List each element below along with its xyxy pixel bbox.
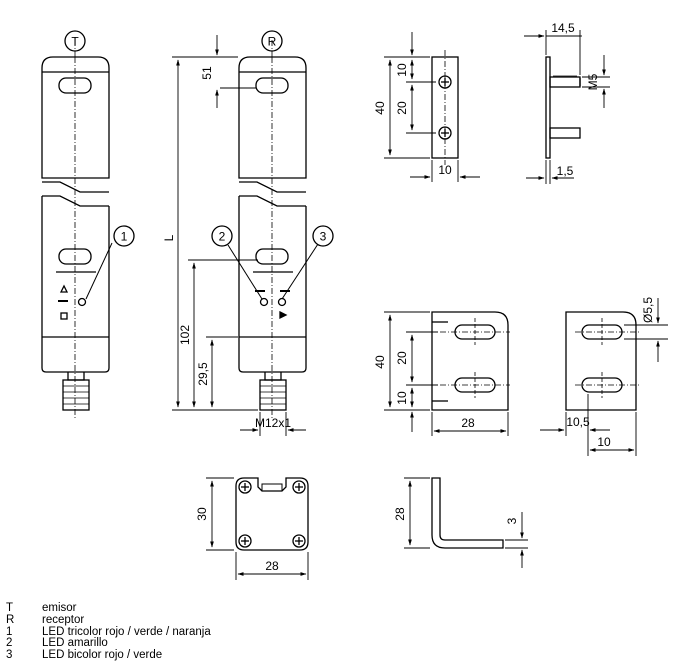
legend-key: 3 [6,649,13,662]
angle-bracket-view [431,477,504,549]
dim-angle-28: 28 [393,507,407,521]
legend-key: 1 [6,625,13,638]
dim-side-14-5: 14,5 [551,21,575,35]
legend-text: LED tricolor rojo / verde / naranja [42,625,211,638]
angle-bracket-dims: 28 3 [393,477,528,568]
dim-mount-10: 10 [395,391,409,405]
dim-bottom-30: 30 [195,507,209,521]
bracket-front-dims: 40 10 20 10 [373,32,480,182]
dim-angle-3: 3 [505,517,519,524]
dim-side-m5: M5 [586,73,600,90]
bottom-view-dims: 30 28 [195,477,309,580]
legend-text: receptor [42,613,85,626]
legend-key: T [6,602,14,614]
sensor-dimensions: L 51 102 29,5 M12x1 [162,35,306,436]
legend-text: emisor [42,602,77,614]
dim-side-1-5: 1,5 [557,164,574,178]
dim-thread: M12x1 [255,416,291,430]
dim-bracket-10w: 10 [438,163,452,177]
callout-2-label: 2 [219,230,226,244]
dim-mount-40: 40 [373,355,387,369]
mount-plate-dims: 40 20 10 28 [373,311,509,436]
mount-plate-right-dims: Ø5,5 10,5 10 [540,297,668,456]
legend-key: R [6,613,15,626]
dimension-drawing: T 1 R [41,21,668,580]
dim-L: L [162,234,176,241]
dim-51: 51 [200,66,214,80]
dim-bracket-10: 10 [395,63,409,77]
legend-row: 2 LED amarillo [6,638,406,650]
mount-plate-view [431,311,510,411]
dim-bracket-40: 40 [373,101,387,115]
dim-mount-28: 28 [461,416,475,430]
legend: T emisor R receptor 1 LED tricolor rojo … [6,602,406,662]
bracket-side-dims: 14,5 M5 1,5 [524,21,610,184]
emitter-sensor: T 1 [41,30,135,420]
receiver-sensor: R 2 3 [211,30,334,420]
bottom-view [235,477,309,551]
dim-102: 102 [178,325,192,345]
legend-row: R receptor [6,613,406,627]
dim-bracket-20: 20 [395,101,409,115]
dim-offset-10: 10 [597,435,611,449]
legend-key: 2 [6,637,13,650]
callout-2-circle [211,225,233,247]
bracket-side-view [545,56,581,159]
callout-3-label: 3 [320,230,327,244]
callout-1-circle [113,225,135,247]
dim-hole-5-5: Ø5,5 [641,297,655,323]
dim-bottom-28: 28 [265,559,279,573]
legend-text: LED amarillo [42,637,108,650]
dim-offset-10-5: 10,5 [566,415,590,429]
legend-row: T emisor [6,602,406,615]
callout-1-label: 1 [121,230,128,244]
legend-text: LED bicolor rojo / verde [42,649,163,662]
callout-3-circle [312,225,334,247]
dim-29-5: 29,5 [196,362,210,386]
legend-row: 3 LED bicolor rojo / verde [6,649,406,662]
dim-mount-20: 20 [395,351,409,365]
bracket-front-view [431,50,459,165]
mount-plate-right-view [565,311,640,411]
legend-row: 1 LED tricolor rojo / verde / naranja [6,625,406,639]
